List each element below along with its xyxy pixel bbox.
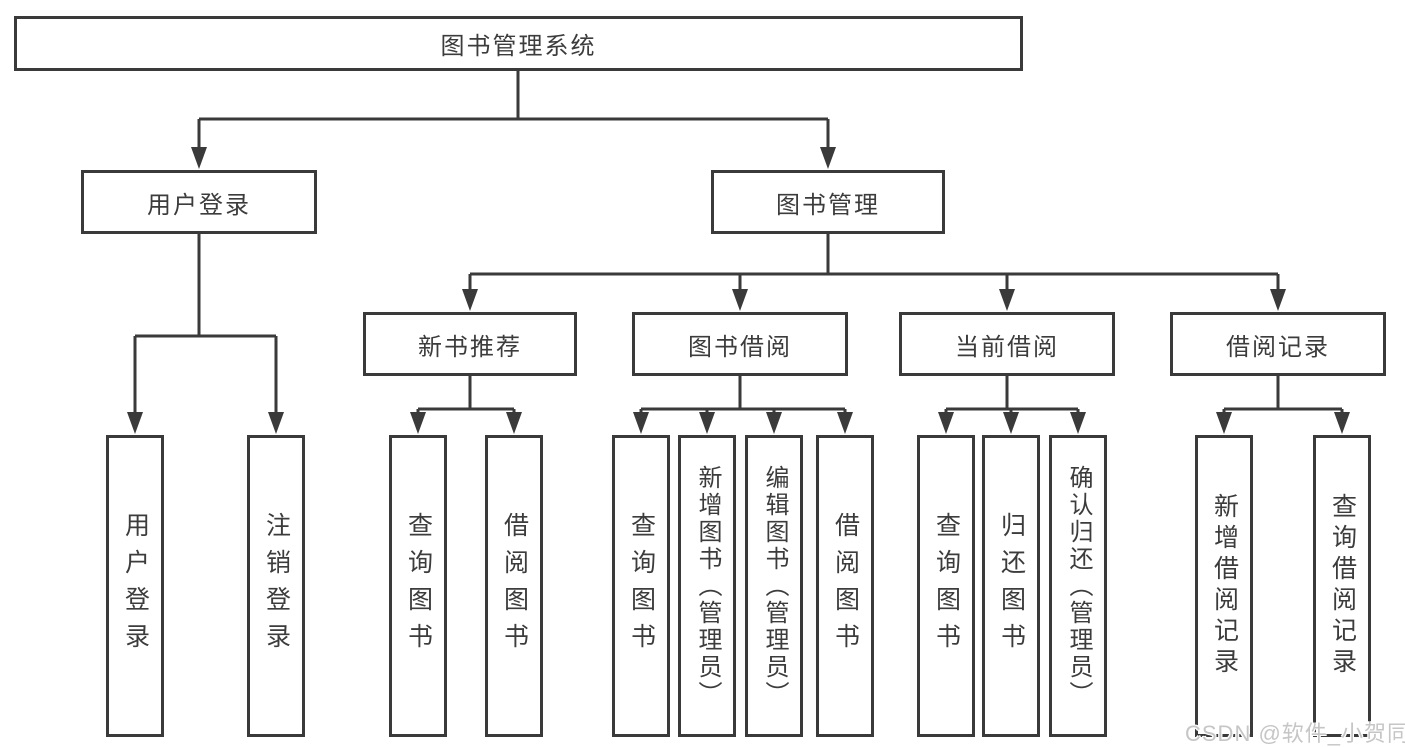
leaf-records-add-record: 新增借阅记录 bbox=[1195, 435, 1253, 737]
leaf-borrow-query-book: 查询图书 bbox=[612, 435, 670, 737]
node-user-login: 用户登录 bbox=[81, 170, 317, 234]
leaf-current-return-book: 归还图书 bbox=[982, 435, 1040, 737]
leaf-borrow-edit-book-admin: 编辑图书（管理员） bbox=[745, 435, 803, 737]
leaf-rec-borrow-book: 借阅图书 bbox=[485, 435, 543, 737]
node-book-borrowing: 图书借阅 bbox=[632, 312, 848, 376]
node-book-management: 图书管理 bbox=[711, 170, 945, 234]
leaf-borrow-add-book-admin: 新增图书（管理员） bbox=[678, 435, 736, 737]
node-current-borrowing: 当前借阅 bbox=[899, 312, 1115, 376]
leaf-borrow-borrow-book: 借阅图书 bbox=[816, 435, 874, 737]
node-new-book-recommend: 新书推荐 bbox=[363, 312, 577, 376]
arrowheads bbox=[127, 147, 1350, 434]
leaf-current-query-book: 查询图书 bbox=[917, 435, 975, 737]
node-system-root: 图书管理系统 bbox=[14, 16, 1023, 71]
leaf-user-login: 用户登录 bbox=[106, 435, 164, 737]
node-borrow-records: 借阅记录 bbox=[1170, 312, 1386, 376]
leaf-current-confirm-return-admin: 确认归还（管理员） bbox=[1049, 435, 1107, 737]
leaf-rec-query-book: 查询图书 bbox=[389, 435, 447, 737]
leaf-logout: 注销登录 bbox=[247, 435, 305, 737]
leaf-records-query-record: 查询借阅记录 bbox=[1313, 435, 1371, 737]
csdn-watermark: CSDN @软件_小贺同学 bbox=[1185, 721, 1405, 746]
